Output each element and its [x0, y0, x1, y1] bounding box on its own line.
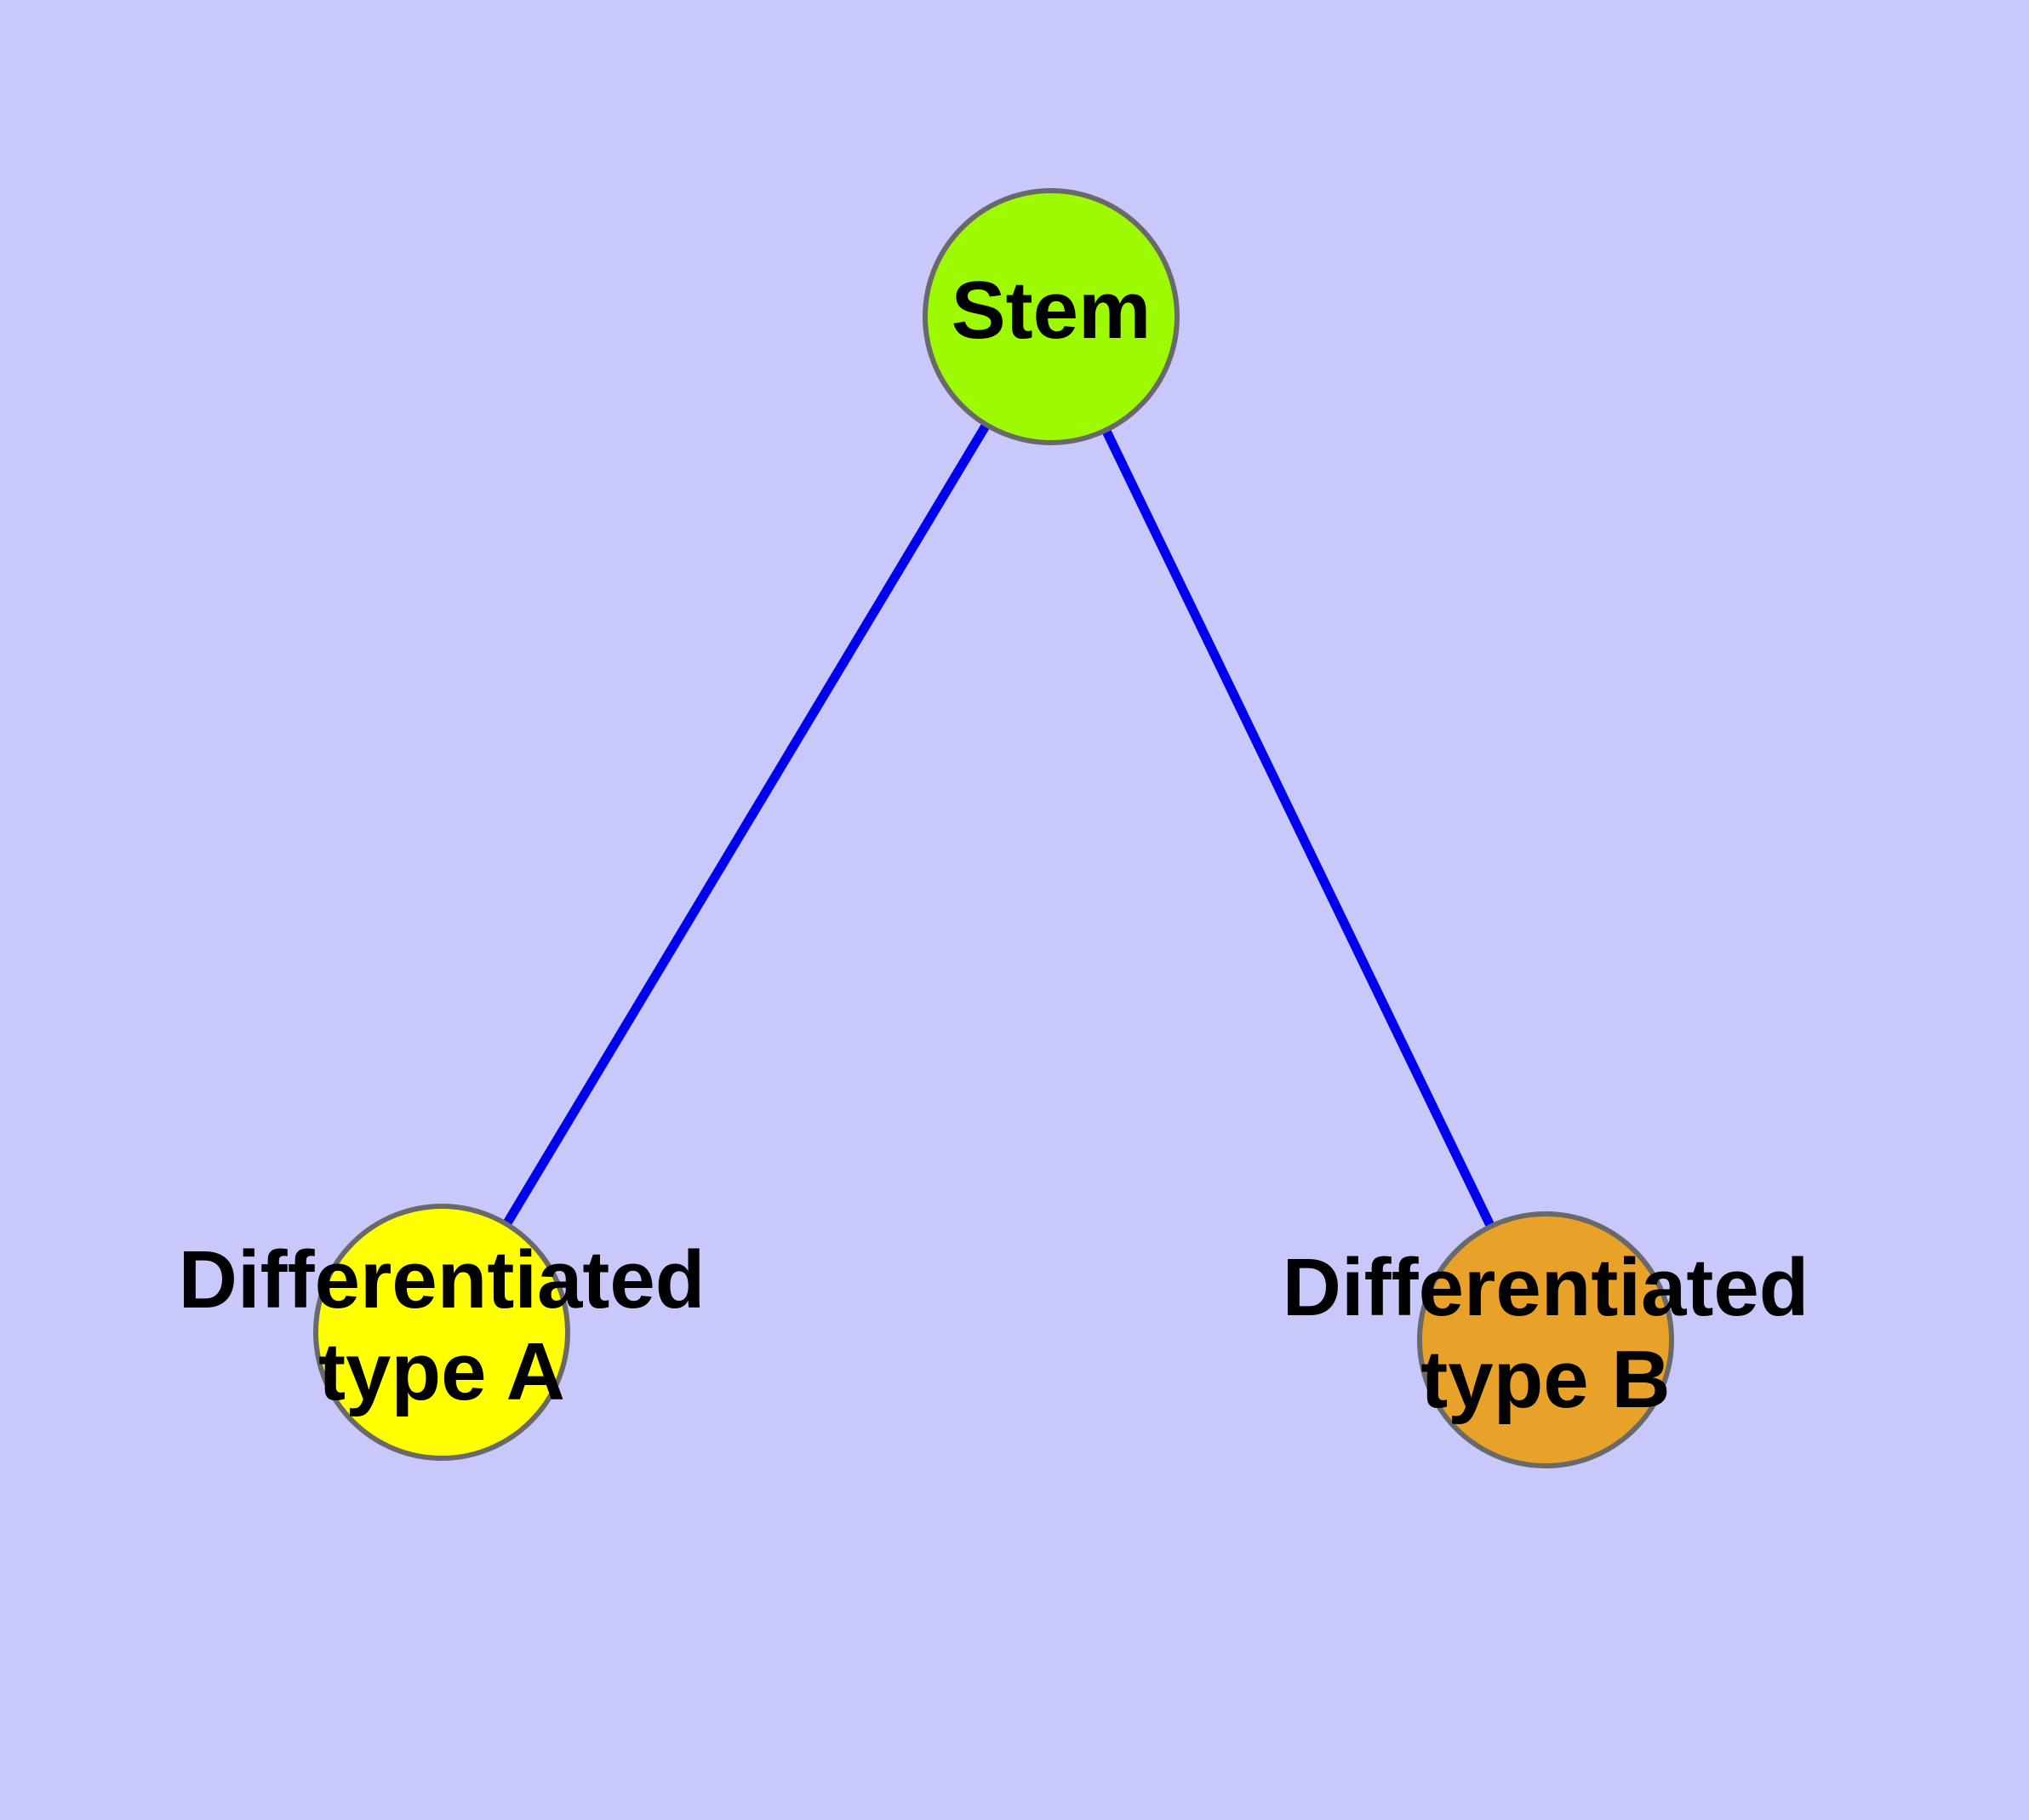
edge-stem-to-differentiated-type-b[interactable] [1047, 314, 1550, 1342]
node-stem[interactable] [923, 188, 1180, 445]
edge-layer [437, 314, 1550, 1342]
edge-stem-to-differentiated-type-a[interactable] [437, 314, 1055, 1335]
node-label-stem: Stem [952, 265, 1152, 356]
node-layer [313, 188, 1674, 1468]
node-differentiated-type-a[interactable] [313, 1204, 570, 1461]
node-differentiated-type-b[interactable] [1417, 1211, 1674, 1468]
